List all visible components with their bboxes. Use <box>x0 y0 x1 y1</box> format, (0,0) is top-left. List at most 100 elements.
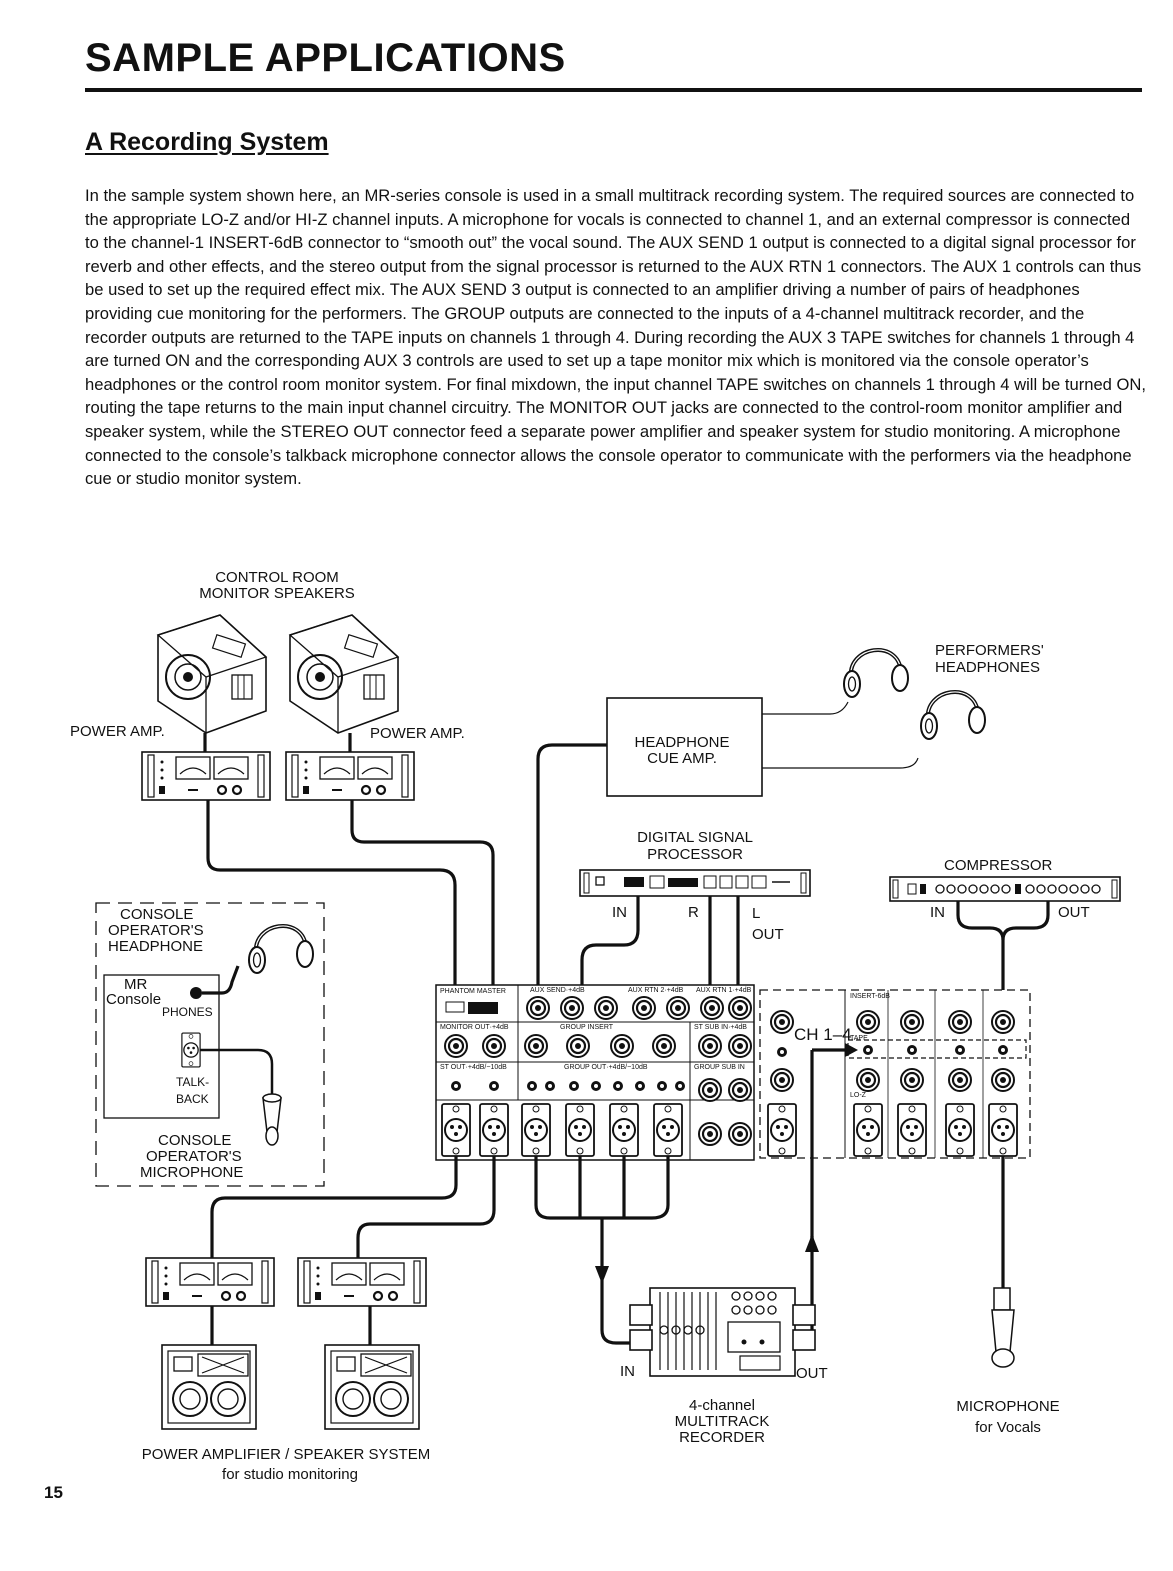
label-recorder-in: IN <box>620 1363 635 1380</box>
control-room-speaker-left <box>157 614 267 734</box>
label-panel-group-out: GROUP OUT·+4dB/−10dB <box>564 1064 648 1071</box>
label-panel-tape: TAPE <box>850 1035 868 1042</box>
label-talk: TALK- <box>176 1075 209 1089</box>
label-operator-mic-3: MICROPHONE <box>140 1164 243 1181</box>
page-number: 15 <box>44 1483 63 1502</box>
operator-headphone-icon <box>247 923 315 975</box>
digital-signal-processor <box>579 869 811 897</box>
ch2-tape-jack <box>947 1067 973 1093</box>
label-dsp-1: DIGITAL SIGNAL <box>637 829 753 846</box>
label-console: Console <box>106 991 161 1008</box>
studio-power-amp-left <box>144 1256 276 1308</box>
label-operator-hp-2: OPERATOR'S <box>108 922 204 939</box>
operator-microphone-icon <box>262 1093 282 1146</box>
ch4-tape-jack <box>855 1067 881 1093</box>
studio-power-amp-right <box>296 1256 428 1308</box>
phantom-switch-body <box>468 1002 498 1014</box>
group-out-level-knob <box>545 1081 555 1091</box>
label-dsp-l: L <box>752 905 760 922</box>
ch2-tape-switch <box>955 1045 965 1055</box>
label-panel-aux-rtn1: AUX RTN 1·+4dB <box>696 987 752 994</box>
label-panel-st-out: ST OUT·+4dB/−10dB <box>440 1064 507 1071</box>
label-ch-1-4: CH 1–4 <box>794 1025 852 1044</box>
group-out-3-xlr <box>609 1103 639 1157</box>
performers-headphone-2-icon <box>919 689 987 741</box>
st-sub-in-r-jack <box>727 1033 753 1059</box>
monitor-out-r-jack <box>481 1033 507 1059</box>
ch4-tape-switch <box>863 1045 873 1055</box>
label-operator-hp-1: CONSOLE <box>120 906 193 923</box>
group-out-level-knob <box>527 1081 537 1091</box>
section-title: A Recording System <box>85 128 329 156</box>
control-room-speaker-right <box>289 614 399 734</box>
st-sub-in-l-jack <box>697 1033 723 1059</box>
label-phones: PHONES <box>162 1005 213 1019</box>
talkback-connector <box>181 1032 201 1068</box>
ch1-insert-jack <box>990 1009 1016 1035</box>
label-panel-aux-send: AUX SEND·+4dB <box>530 987 585 994</box>
group-sub-in-4-jack <box>727 1121 753 1147</box>
label-panel-phantom: PHANTOM MASTER <box>440 988 506 995</box>
console-operator-area <box>95 902 325 1187</box>
st-out-r-xlr <box>479 1103 509 1157</box>
aux-rtn1-l-jack <box>699 995 725 1021</box>
ch-insert-jack <box>769 1009 795 1035</box>
group-insert-4-jack <box>651 1033 677 1059</box>
phones-jack <box>190 987 202 999</box>
page-title: SAMPLE APPLICATIONS <box>85 36 566 80</box>
ch1-loz-xlr <box>988 1103 1018 1157</box>
group-insert-2-jack <box>565 1033 591 1059</box>
ch2-loz-xlr <box>945 1103 975 1157</box>
ch1-tape-jack <box>990 1067 1016 1093</box>
label-dsp-out: OUT <box>752 926 784 943</box>
group-out-level-knob <box>657 1081 667 1091</box>
ch2-insert-jack <box>947 1009 973 1035</box>
control-room-power-amp-right <box>284 750 416 802</box>
label-studio-1: POWER AMPLIFIER / SPEAKER SYSTEM <box>142 1446 430 1463</box>
group-out-level-knob <box>569 1081 579 1091</box>
group-insert-3-jack <box>609 1033 635 1059</box>
ch3-loz-xlr <box>897 1103 927 1157</box>
label-operator-mic-2: OPERATOR'S <box>146 1148 242 1165</box>
label-recorder-out: OUT <box>796 1365 828 1382</box>
studio-speaker-right <box>324 1344 420 1430</box>
label-dsp-in: IN <box>612 904 627 921</box>
studio-speaker-left <box>161 1344 257 1430</box>
ch3-tape-switch <box>907 1045 917 1055</box>
aux-rtn2-l-jack <box>631 995 657 1021</box>
label-back: BACK <box>176 1092 209 1106</box>
monitor-out-l-jack <box>443 1033 469 1059</box>
group-out-level-knob <box>675 1081 685 1091</box>
label-panel-monitor-out: MONITOR OUT·+4dB <box>440 1024 509 1031</box>
label-operator-mic-1: CONSOLE <box>158 1132 231 1149</box>
label-operator-hp-3: HEADPHONE <box>108 938 203 955</box>
aux-send-1-jack <box>525 995 551 1021</box>
ch4-insert-jack <box>855 1009 881 1035</box>
label-comp-out: OUT <box>1058 904 1090 921</box>
group-out-level-knob <box>591 1081 601 1091</box>
label-dsp-2: PROCESSOR <box>647 846 743 863</box>
performers-headphone-1-icon <box>842 647 910 699</box>
label-cue-amp-2: CUE AMP. <box>647 750 717 767</box>
headphone-cue-amp <box>606 697 763 797</box>
control-room-power-amp-left <box>140 750 272 802</box>
group-sub-in-1-jack <box>697 1077 723 1103</box>
label-panel-aux-rtn2: AUX RTN 2·+4dB <box>628 987 684 994</box>
label-recorder-3: RECORDER <box>679 1429 765 1446</box>
body-paragraph: In the sample system shown here, an MR-s… <box>85 186 1147 489</box>
label-compressor: COMPRESSOR <box>944 857 1053 874</box>
group-sub-in-3-jack <box>697 1121 723 1147</box>
compressor <box>889 876 1121 902</box>
ch-tape-jack <box>769 1067 795 1093</box>
label-cue-amp-1: HEADPHONE <box>634 734 729 751</box>
multitrack-recorder <box>629 1287 816 1377</box>
group-out-level-knob <box>613 1081 623 1091</box>
aux-send-3-jack <box>593 995 619 1021</box>
label-comp-in: IN <box>930 904 945 921</box>
label-panel-loz: LO-Z <box>850 1092 867 1099</box>
st-out-level-knob <box>451 1081 461 1091</box>
label-panel-st-sub-in: ST SUB IN·+4dB <box>694 1024 747 1031</box>
label-vocal-mic-1: MICROPHONE <box>956 1398 1059 1415</box>
ch1-tape-switch <box>998 1045 1008 1055</box>
